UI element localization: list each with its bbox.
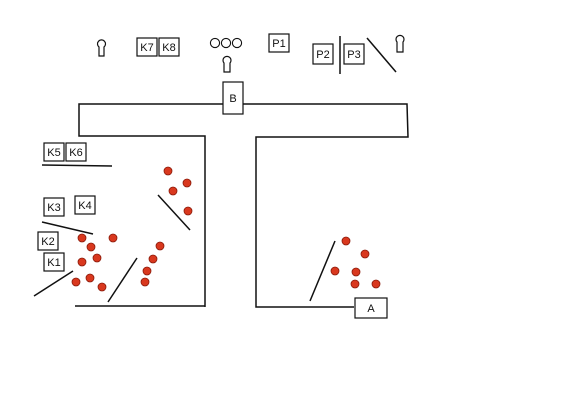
red-dot: [168, 186, 178, 196]
box-k5: K5: [43, 142, 65, 162]
box-p1-label: P1: [272, 38, 285, 50]
red-dot: [163, 166, 173, 176]
box-a: A: [354, 297, 388, 319]
left-room-diagonal-3: [157, 194, 191, 231]
red-dot: [360, 249, 370, 259]
red-dot: [371, 279, 381, 289]
red-dot: [77, 233, 87, 243]
top-divider-diagonal: [366, 37, 397, 73]
red-dot: [86, 242, 96, 252]
red-dot: [108, 233, 118, 243]
red-dot: [142, 266, 152, 276]
box-k7: K7: [136, 37, 158, 57]
box-k6-label: K6: [69, 147, 82, 159]
red-dot-group: [71, 166, 381, 292]
red-dot: [140, 277, 150, 287]
box-k2-label: K2: [41, 236, 54, 248]
keyhole-icon: [96, 39, 107, 57]
left-room-diagonal-1: [33, 270, 74, 297]
red-dot: [351, 267, 361, 277]
box-p2-label: P2: [316, 49, 329, 61]
red-dot: [92, 253, 102, 263]
box-p3-label: P3: [347, 49, 360, 61]
box-b-label: B: [229, 93, 236, 105]
box-b: B: [222, 81, 244, 115]
box-k8: K8: [158, 37, 180, 57]
left-room-divider-top: [41, 164, 113, 167]
box-k4: K4: [74, 195, 96, 215]
red-dot: [85, 273, 95, 283]
red-dot: [182, 178, 192, 188]
corridor-wall: [78, 103, 409, 308]
left-room-divider-mid: [41, 221, 94, 235]
box-k2: K2: [37, 231, 59, 251]
box-p1: P1: [268, 33, 290, 53]
red-dot: [77, 257, 87, 267]
red-dot: [155, 241, 165, 251]
red-dot: [341, 236, 351, 246]
red-dot: [148, 254, 158, 264]
box-p2: P2: [312, 43, 334, 65]
box-a-label: A: [367, 303, 375, 315]
red-dot: [183, 206, 193, 216]
red-dot: [330, 266, 340, 276]
left-room-diagonal-2: [107, 257, 138, 303]
box-k3-label: K3: [47, 202, 60, 214]
box-k1: K1: [43, 252, 65, 272]
box-k7-label: K7: [140, 42, 153, 54]
box-k3: K3: [43, 197, 65, 217]
box-p3: P3: [343, 43, 365, 65]
box-k6: K6: [65, 142, 87, 162]
red-dot: [97, 282, 107, 292]
box-k1-label: K1: [47, 257, 60, 269]
box-k5-label: K5: [47, 147, 60, 159]
triple-circle-icon: [209, 37, 243, 49]
box-k8-label: K8: [162, 42, 175, 54]
red-dot: [71, 277, 81, 287]
right-room-diagonal: [309, 240, 336, 302]
red-dot: [350, 279, 360, 289]
box-k4-label: K4: [78, 200, 91, 212]
wall-outline: [33, 36, 409, 308]
keyhole-icon: [395, 34, 405, 53]
keyhole-icon: [222, 55, 232, 73]
